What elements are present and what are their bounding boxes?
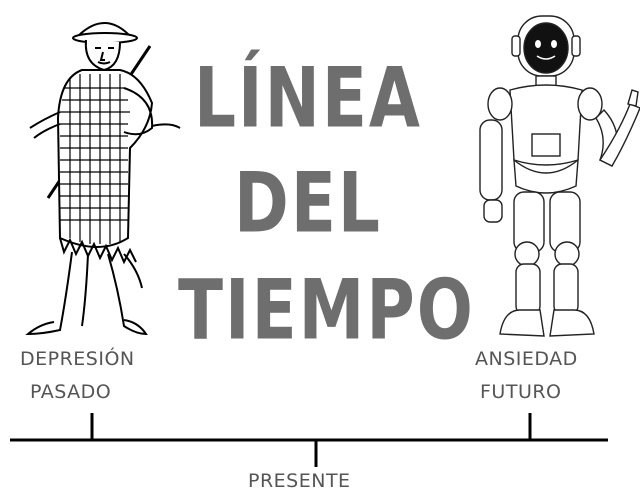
future-label: FUTURO [480, 381, 562, 403]
title-line-1: LÍNEA [193, 50, 422, 147]
timeline [10, 413, 608, 467]
past-emotion-label: DEPRESIÓN [20, 348, 135, 370]
present-label: PRESENTE [248, 470, 351, 492]
medieval-soldier-icon [25, 22, 181, 336]
past-label: PASADO [30, 381, 112, 403]
title-line-3: TIEMPO [178, 262, 475, 359]
future-emotion-label: ANSIEDAD [475, 348, 578, 370]
robot-icon [479, 15, 640, 337]
title-line-2: DEL [234, 155, 382, 252]
